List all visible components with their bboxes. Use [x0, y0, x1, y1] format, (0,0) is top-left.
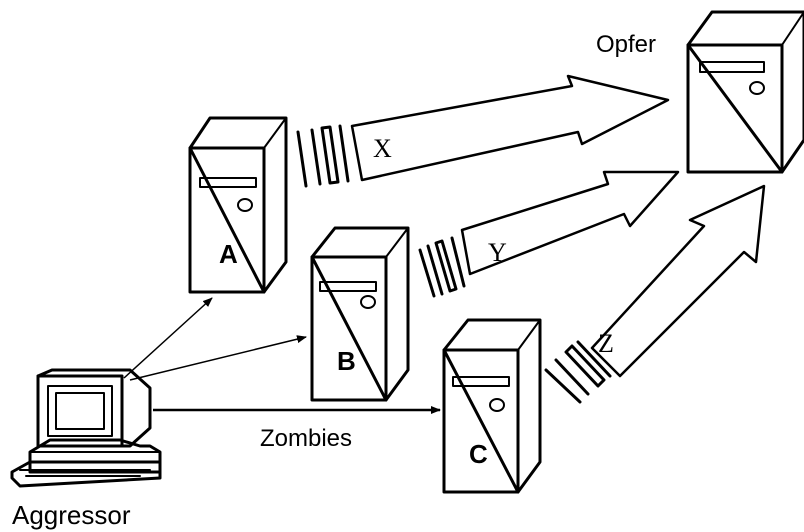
victim-label: Opfer: [596, 31, 656, 58]
attack-flow-x: [296, 74, 670, 188]
aggressor-label: Aggressor: [12, 500, 131, 530]
zombie-b-label: B: [337, 346, 356, 376]
flow-y-label: Y: [488, 238, 507, 267]
flow-z-label: Z: [598, 329, 614, 358]
victim-server: [686, 10, 804, 174]
attack-flow-y: [418, 170, 680, 298]
command-arrow-a: [123, 297, 213, 379]
command-arrow-b: [129, 335, 307, 381]
aggressor-computer: [10, 368, 162, 488]
flow-x-label: X: [373, 134, 392, 163]
attack-flow-z: [544, 184, 766, 404]
zombie-server-c: [442, 318, 542, 494]
zombie-server-a: [188, 116, 288, 294]
zombie-c-label: C: [469, 439, 488, 469]
zombies-label: Zombies: [260, 425, 352, 452]
zombie-a-label: A: [219, 239, 238, 269]
zombie-server-b: [310, 226, 410, 402]
